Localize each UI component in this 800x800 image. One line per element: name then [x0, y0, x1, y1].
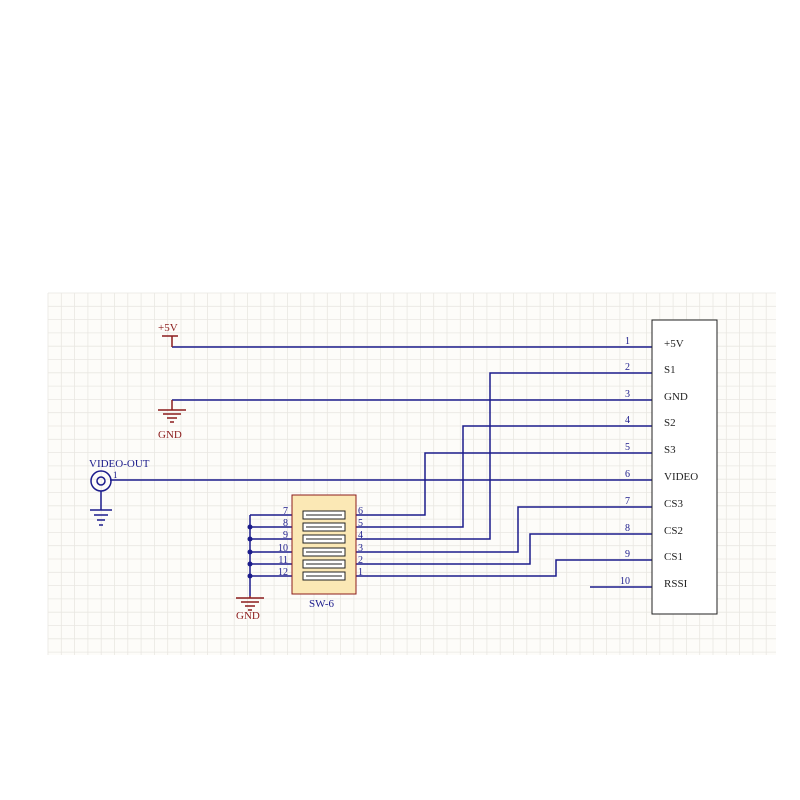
connector-pin-name: S1 — [664, 364, 676, 376]
connector-pin-number: 5 — [625, 442, 630, 453]
sheet-grid — [47, 292, 776, 655]
wire-cs1 — [356, 559, 652, 577]
connector-pin-name: CS2 — [664, 525, 683, 537]
dip-left-pin-number: 10 — [278, 543, 288, 554]
wires — [110, 346, 652, 596]
dip-right-pin-labels: 654 321 — [358, 506, 363, 578]
dip-right-pin-number: 2 — [358, 555, 363, 566]
connector-pin-number: 4 — [625, 415, 630, 426]
connector-pin-name: VIDEO — [664, 471, 698, 483]
wire-s3 — [356, 452, 652, 516]
dip-right-pin-number: 3 — [358, 543, 363, 554]
junctions — [247, 524, 253, 579]
junction-dot — [247, 524, 253, 530]
connector-pin-number: 9 — [625, 549, 630, 560]
connector-pin-number: 2 — [625, 362, 630, 373]
dip-left-pin-number: 9 — [283, 530, 288, 541]
connector-pin-number: 6 — [625, 469, 630, 480]
connector-pin-number: 8 — [625, 523, 630, 534]
dip-right-pin-number: 5 — [358, 518, 363, 529]
dip-switch-label: SW-6 — [309, 598, 335, 610]
dip-left-pin-number: 8 — [283, 518, 288, 529]
connector-pin-number: 1 — [625, 336, 630, 347]
junction-dot — [247, 549, 253, 555]
video-pin-number: 1 — [113, 470, 118, 480]
dip-right-pin-number: 4 — [358, 530, 363, 541]
power-label: +5V — [158, 322, 178, 334]
ground-label-switch: GND — [236, 610, 260, 622]
connector-pin-name: CS3 — [664, 498, 683, 510]
dip-left-pin-number: 11 — [278, 555, 288, 566]
video-out-label: VIDEO-OUT — [89, 458, 150, 470]
wire-s2 — [356, 425, 652, 528]
dip-right-pin-number: 1 — [358, 567, 363, 578]
ground-symbol-switch — [236, 596, 264, 611]
connector-pin-name: +5V — [664, 338, 684, 350]
junction-dot — [247, 536, 253, 542]
connector-header: 1 +5V 2 S1 3 GND 4 S2 5 S3 6 VIDEO 7 CS3 8 CS2 9 CS1 10 RSS… — [620, 319, 718, 615]
ground-label-main: GND — [158, 429, 182, 441]
connector-pins: 1 +5V 2 S1 3 GND 4 S2 5 S3 6 VIDEO 7 CS3 8 CS2 9 CS1 10 RSS… — [620, 336, 698, 590]
connector-pin-name: RSSI — [664, 578, 688, 590]
connector-pin-name: CS1 — [664, 551, 683, 563]
ground-symbol-main — [158, 400, 186, 423]
junction-dot — [247, 573, 253, 579]
connector-pin-name: S2 — [664, 417, 676, 429]
wire-cs2 — [356, 533, 652, 565]
connector-body — [651, 319, 718, 615]
connector-pin-name: S3 — [664, 444, 676, 456]
video-connector — [90, 470, 112, 526]
dip-left-pin-number: 7 — [283, 506, 288, 517]
wire-s1 — [356, 372, 652, 540]
connector-pin-name: GND — [664, 391, 688, 403]
dip-right-pin-number: 6 — [358, 506, 363, 517]
junction-dot — [247, 561, 253, 567]
connector-pin-number: 3 — [625, 389, 630, 400]
power-port-5v — [162, 335, 178, 347]
dip-switch-sliders — [302, 510, 346, 581]
wire-cs3 — [356, 506, 652, 553]
dip-left-pin-number: 12 — [278, 567, 288, 578]
connector-pin-number: 10 — [620, 576, 630, 587]
connector-pin-number: 7 — [625, 496, 630, 507]
